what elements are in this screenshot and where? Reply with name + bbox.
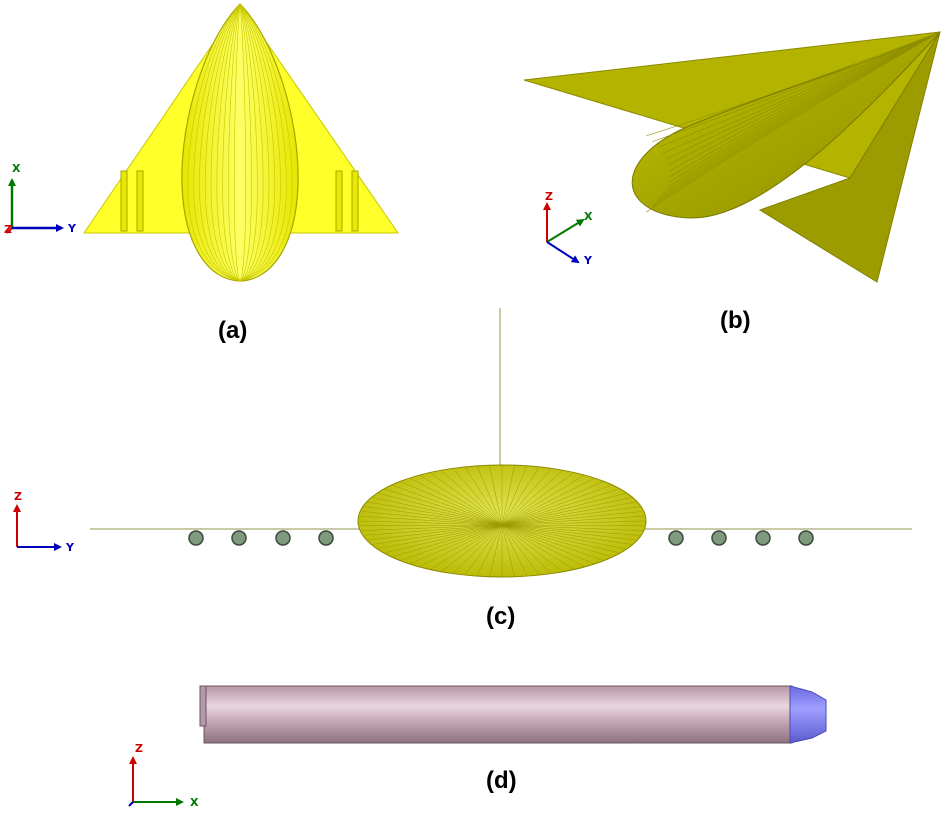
wing-lower-surface xyxy=(758,31,941,283)
axis-label-down-right: Y xyxy=(583,254,593,267)
caption-b: (b) xyxy=(720,307,751,334)
panel-a: X Y Z (a) xyxy=(4,3,399,344)
caption-c: (c) xyxy=(486,603,515,630)
rod-sections-right xyxy=(668,530,814,546)
axis-label-up: Z xyxy=(135,742,143,755)
cylinder-cap xyxy=(789,685,827,744)
axis-label-up: Z xyxy=(545,190,553,203)
panel-d: Z X (d) xyxy=(128,685,827,809)
fuselage-perspective xyxy=(631,31,941,219)
fuselage-front-mesh xyxy=(359,465,645,577)
axis-triad-c: Z Y xyxy=(13,490,75,554)
caption-a: (a) xyxy=(218,317,247,344)
axis-label-origin: Z xyxy=(4,223,12,236)
rods-left xyxy=(120,170,144,232)
axis-label-up: Z xyxy=(14,490,22,503)
fuselage-perspective-mesh xyxy=(646,31,941,213)
axis-triad-d: Z X xyxy=(128,742,199,809)
cylinder-body xyxy=(203,685,793,744)
axis-triad-b: Z X Y xyxy=(543,190,593,267)
rod-sections-left xyxy=(188,530,334,546)
panel-b: Z X Y (b) xyxy=(523,31,941,334)
cylinder-end-left xyxy=(199,685,207,727)
axis-triad-a: X Y Z xyxy=(4,162,77,236)
fuselage-mesh-lines xyxy=(187,3,293,282)
axis-label-right: X xyxy=(584,210,593,223)
axis-label-right: Y xyxy=(67,222,77,235)
axis-label-right: X xyxy=(190,796,199,809)
fuselage-top-view xyxy=(181,3,299,282)
axis-label-right: Y xyxy=(65,541,75,554)
axis-label-up: X xyxy=(12,162,21,175)
panel-c: Z Y (c) xyxy=(13,308,912,630)
caption-d: (d) xyxy=(486,767,517,794)
rods-right xyxy=(335,170,359,232)
